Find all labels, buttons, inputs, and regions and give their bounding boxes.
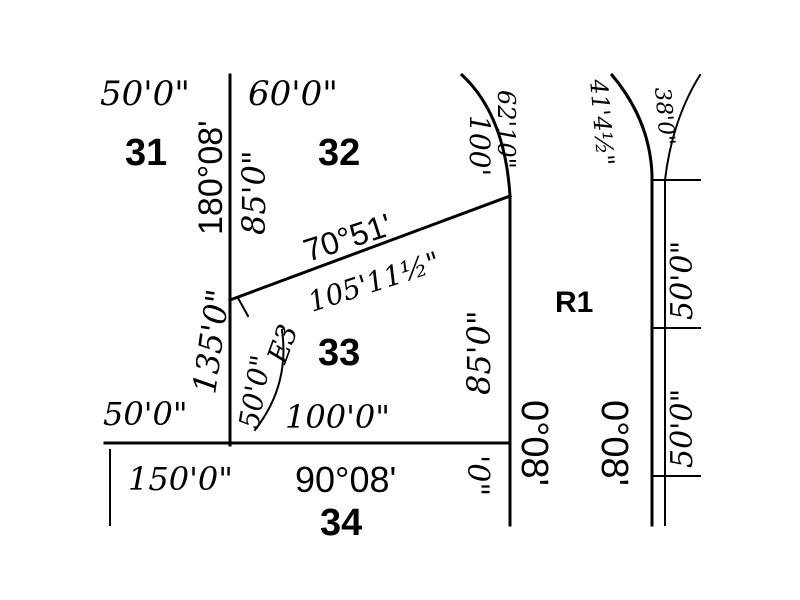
dim-bottom-left: 150'0" xyxy=(128,460,233,498)
dim-right-top: 41'4½" xyxy=(584,77,620,167)
bearing-road-right: 0°08' xyxy=(593,400,635,486)
easement-tick xyxy=(236,296,250,318)
lot-31-label: 31 xyxy=(125,132,167,174)
dim-left-mid: 50'0" xyxy=(103,395,188,433)
dim-bottom-mid: '0" xyxy=(460,455,495,496)
dim-lot33-east: 85'0" xyxy=(460,310,498,395)
dim-top-left: 50'0" xyxy=(100,74,190,114)
bearing-diagonal: 70°51' xyxy=(299,207,396,269)
dim-arc: 62'10" xyxy=(492,90,520,169)
bearing-vertical-left: 180°08' xyxy=(192,120,230,235)
road-r1-label: R1 xyxy=(555,286,593,319)
dim-lot33-west: 50'0" xyxy=(232,353,277,432)
dim-right-col-2: 50'0" xyxy=(665,389,700,468)
dim-lot32-west: 85'0" xyxy=(235,150,273,235)
dim-right-corner: 38'0" xyxy=(649,86,679,146)
parcel-boundaries xyxy=(103,72,702,527)
dim-right-col-1: 50'0" xyxy=(665,241,700,320)
bearing-road-left: 0°08' xyxy=(513,400,555,486)
lot-33-label: 33 xyxy=(318,332,360,374)
dim-lot32-east: 100' xyxy=(463,115,496,176)
road-curve-right xyxy=(609,72,654,527)
bearing-horizontal: 90°08' xyxy=(295,459,396,500)
easement-curve xyxy=(253,328,285,432)
dimension-labels: 50'0" 60'0" 85'0" 100' 62'10" 41'4½" 38'… xyxy=(100,74,700,498)
road-curve-left xyxy=(459,72,512,198)
lot-32-label: 32 xyxy=(318,132,360,174)
lot-numbers: 31 32 33 34 R1 xyxy=(125,132,593,544)
lot-34-label: 34 xyxy=(320,502,362,544)
diagonal-boundary-line xyxy=(228,194,512,302)
dim-lot33-south: 100'0" xyxy=(285,398,390,436)
right-column-line xyxy=(664,73,702,526)
dim-top-mid: 60'0" xyxy=(248,74,338,114)
